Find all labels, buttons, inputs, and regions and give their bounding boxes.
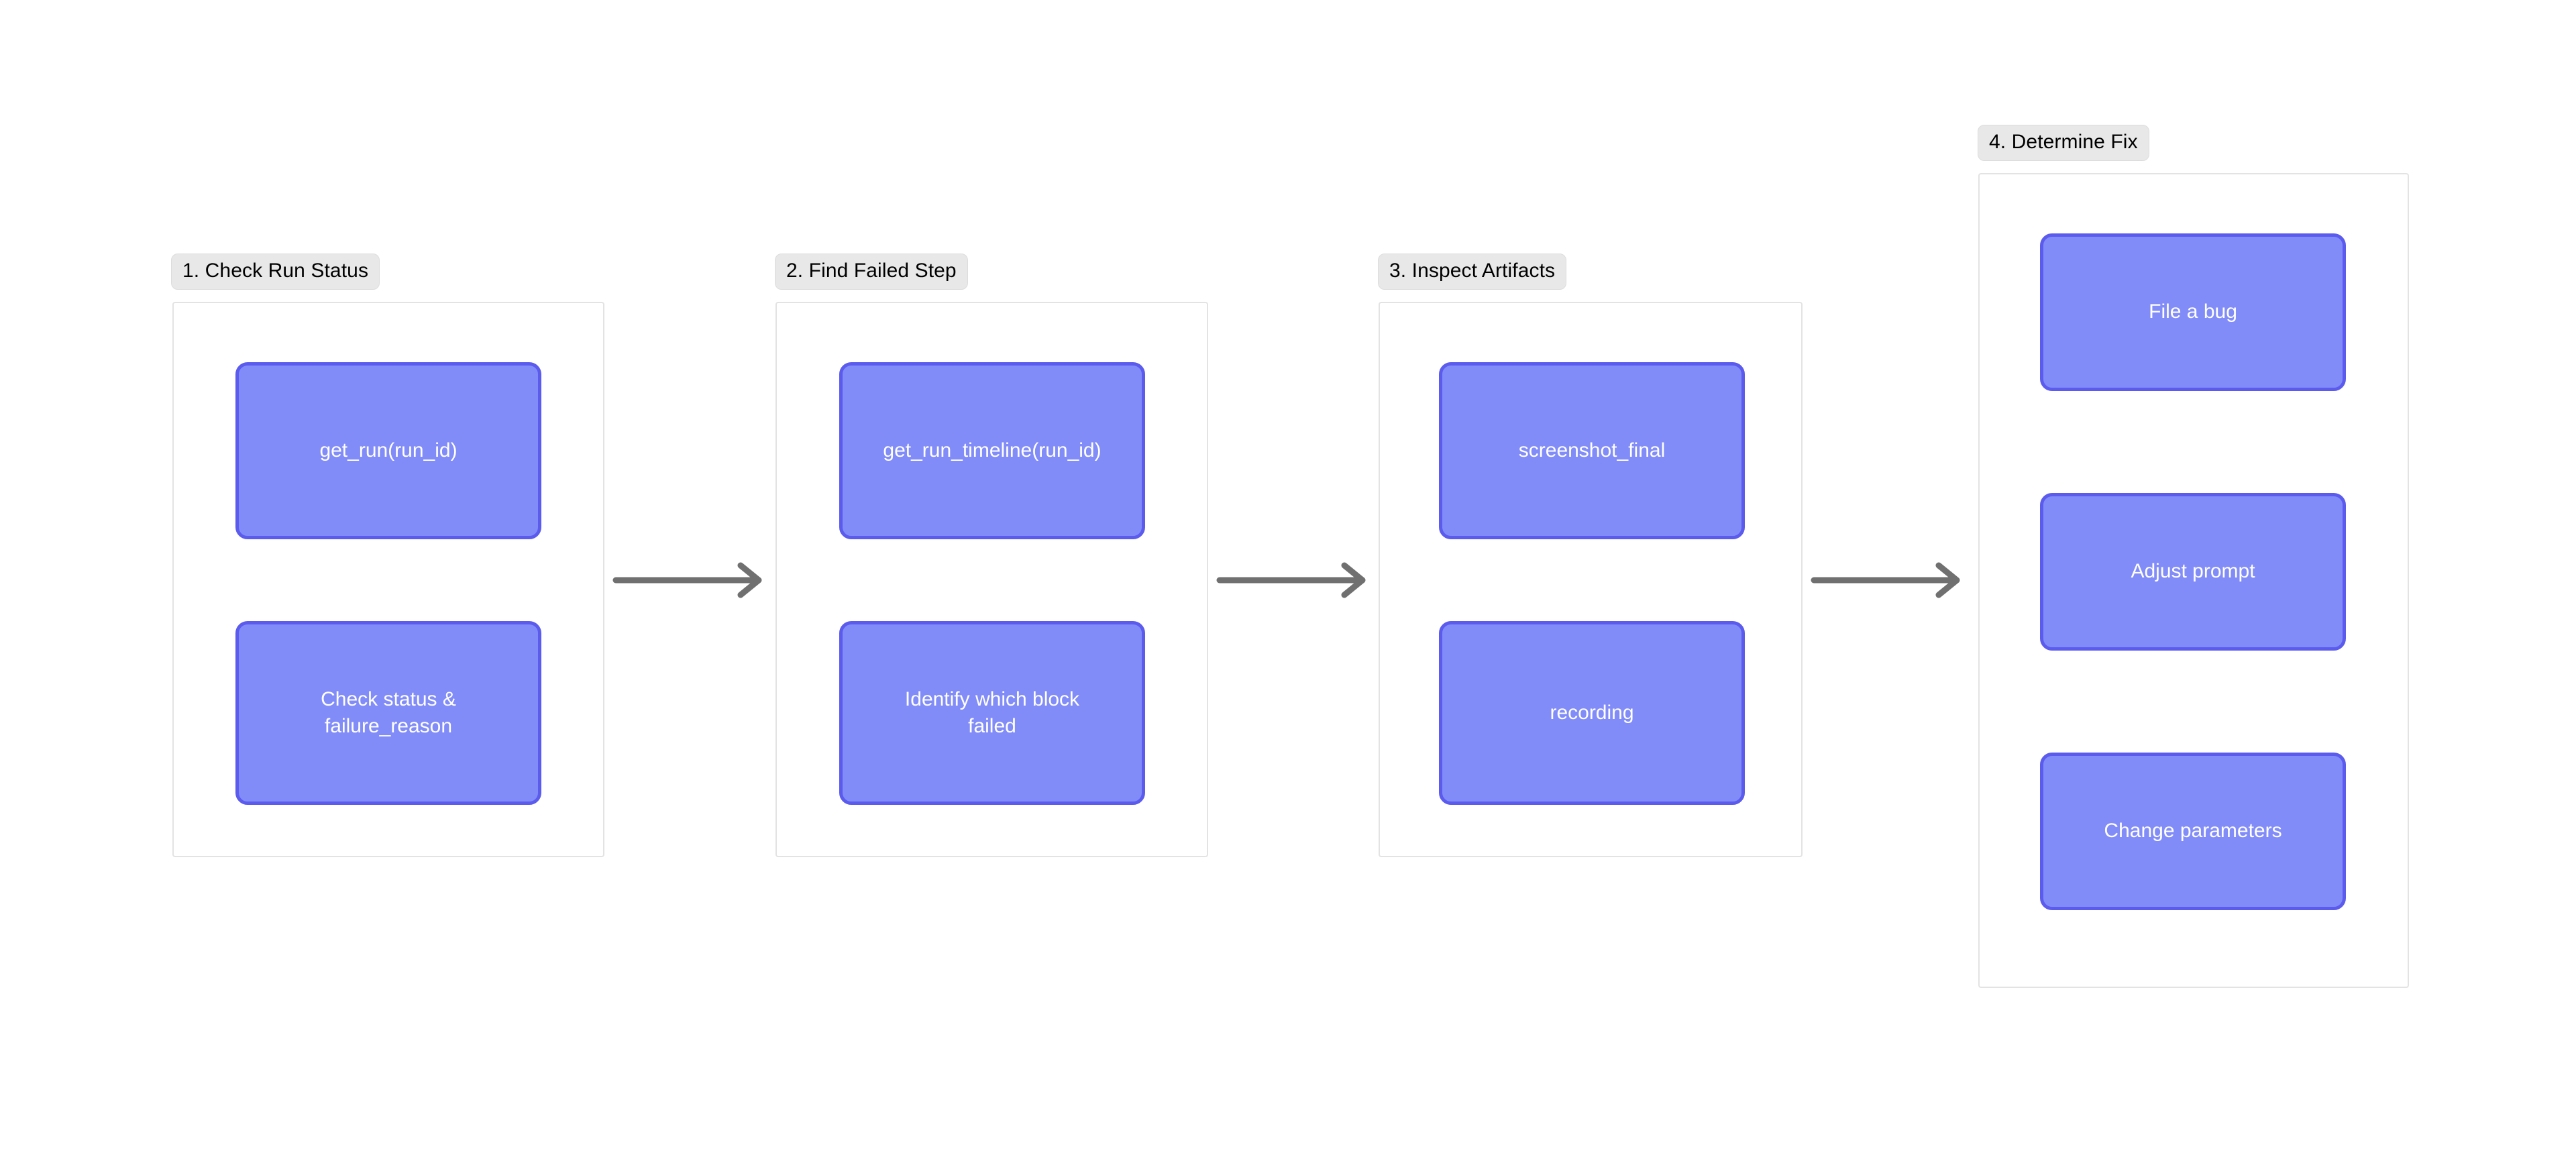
arrow-right-icon xyxy=(1216,562,1366,598)
cluster-label-find-failed-step: 2. Find Failed Step xyxy=(775,254,968,290)
cluster-check-run-status: get_run(run_id) Check status & failure_r… xyxy=(172,302,604,857)
node-adjust-prompt[interactable]: Adjust prompt xyxy=(2040,493,2346,651)
node-screenshot-final[interactable]: screenshot_final xyxy=(1439,362,1745,539)
edge-check-run-status-to-find-failed-step xyxy=(612,562,769,598)
node-get-run-timeline[interactable]: get_run_timeline(run_id) xyxy=(839,362,1145,539)
arrow-right-icon xyxy=(1811,562,1960,598)
cluster-find-failed-step: get_run_timeline(run_id) Identify which … xyxy=(775,302,1208,857)
node-identify-block[interactable]: Identify which block failed xyxy=(839,621,1145,805)
cluster-inspect-artifacts: screenshot_final recording xyxy=(1379,302,1803,857)
cluster-label-determine-fix: 4. Determine Fix xyxy=(1978,125,2149,161)
edge-find-failed-step-to-inspect-artifacts xyxy=(1216,562,1373,598)
node-get-run[interactable]: get_run(run_id) xyxy=(235,362,541,539)
edge-inspect-artifacts-to-determine-fix xyxy=(1811,562,1967,598)
cluster-determine-fix: File a bug Adjust prompt Change paramete… xyxy=(1978,173,2409,988)
node-check-status[interactable]: Check status & failure_reason xyxy=(235,621,541,805)
cluster-label-check-run-status: 1. Check Run Status xyxy=(171,254,380,290)
arrow-right-icon xyxy=(612,562,762,598)
cluster-label-inspect-artifacts: 3. Inspect Artifacts xyxy=(1378,254,1567,290)
node-recording[interactable]: recording xyxy=(1439,621,1745,805)
node-file-a-bug[interactable]: File a bug xyxy=(2040,233,2346,391)
node-change-parameters[interactable]: Change parameters xyxy=(2040,753,2346,910)
